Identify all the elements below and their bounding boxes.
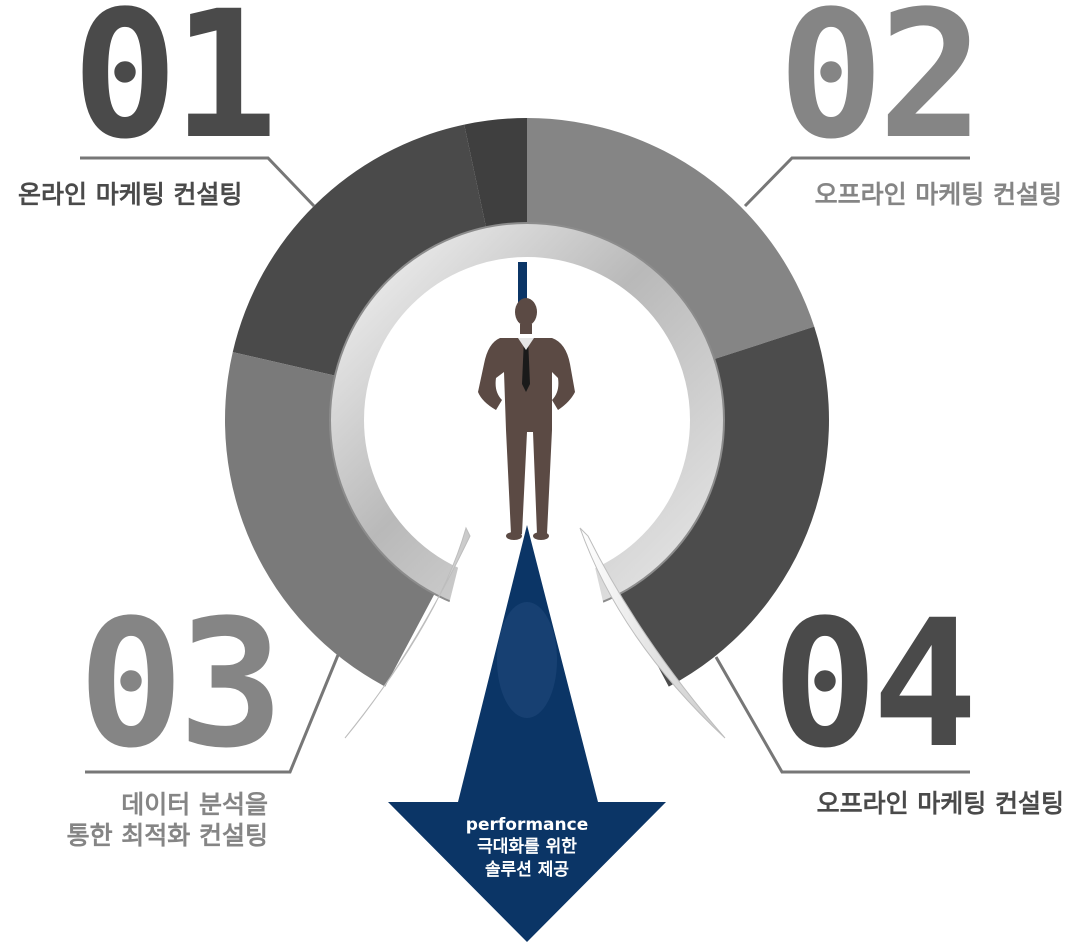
number-01: 01 <box>72 0 272 178</box>
arrow-text-line2: 극대화를 위한 <box>477 837 577 857</box>
arrow-text-line1: performance <box>466 815 588 835</box>
number-02: 02 <box>778 0 978 178</box>
label-03-line2: 통한 최적화 컨설팅 <box>67 821 268 850</box>
label-02: 오프라인 마케팅 컨설팅 <box>815 180 1062 209</box>
number-03: 03 <box>78 582 278 787</box>
label-03-line1: 데이터 분석을 <box>121 790 268 819</box>
arrow-text-line3: 솔루션 제공 <box>485 860 569 880</box>
figure-reflection <box>497 602 557 718</box>
number-04: 04 <box>772 582 972 787</box>
label-04: 오프라인 마케팅 컨설팅 <box>817 789 1064 818</box>
label-01: 온라인 마케팅 컨설팅 <box>18 180 242 209</box>
